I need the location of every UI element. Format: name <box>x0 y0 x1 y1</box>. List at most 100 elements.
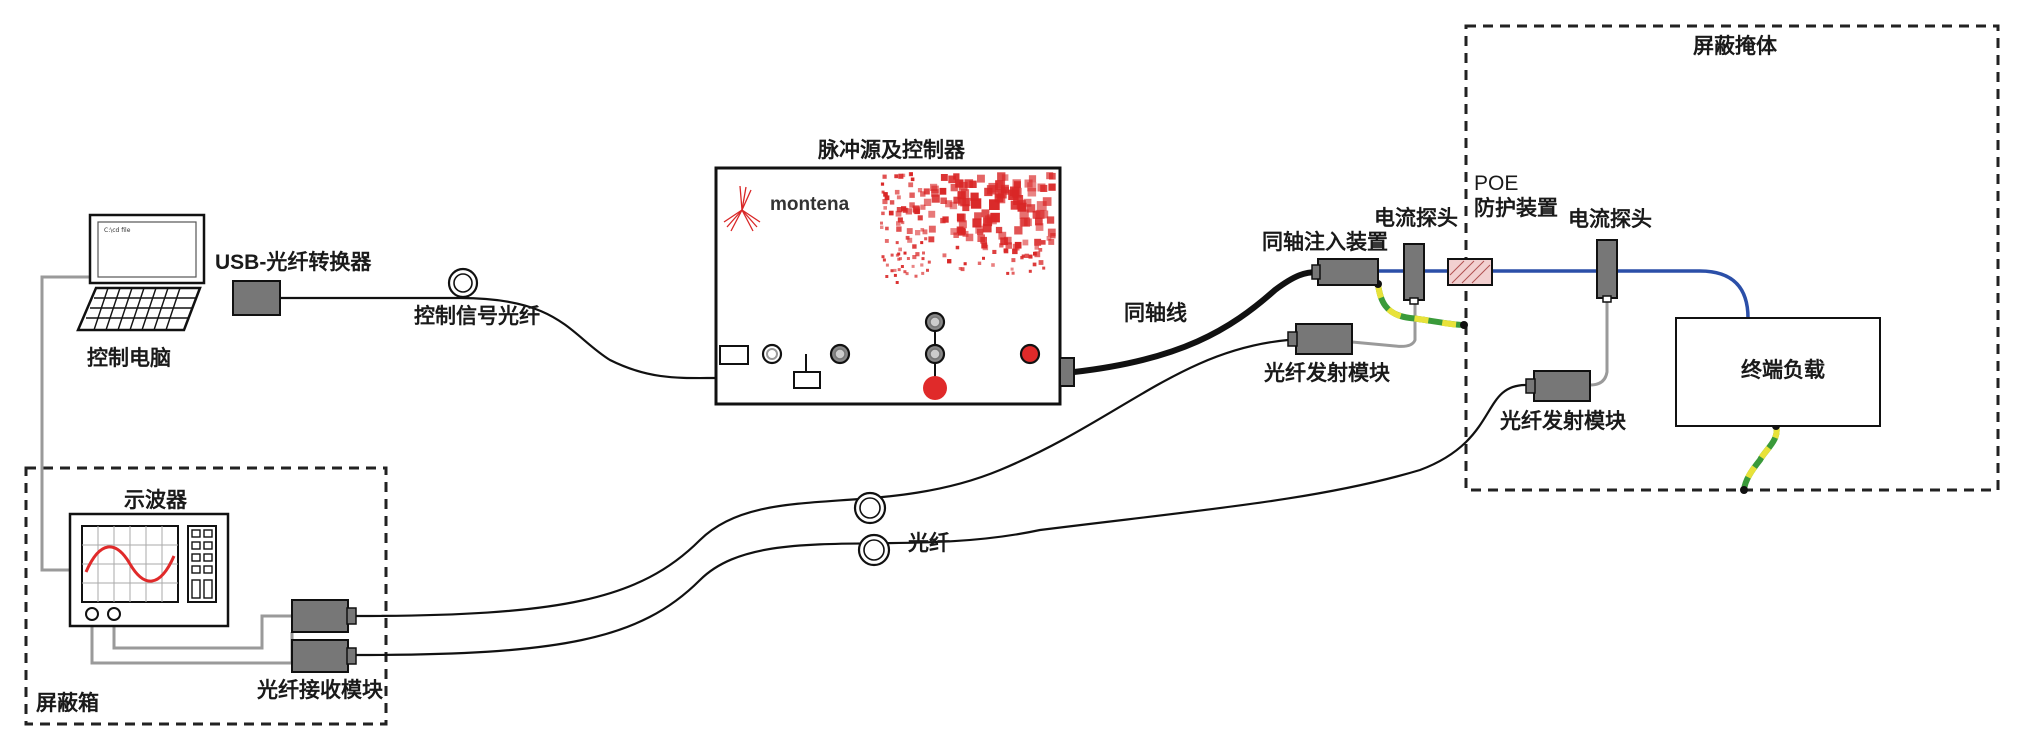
pixel-square <box>1020 256 1024 260</box>
pixel-square <box>901 173 906 178</box>
pixel-square <box>909 202 915 208</box>
pixel-square <box>896 226 902 232</box>
pixel-square <box>1001 174 1009 181</box>
pixel-square <box>894 189 900 195</box>
pixel-square <box>931 194 940 203</box>
pixel-square <box>905 208 912 215</box>
label-fiber-rx: 光纤接收模块 <box>256 678 384 702</box>
label-oscilloscope: 示波器 <box>124 488 188 512</box>
current-probe-2-icon <box>1596 239 1618 299</box>
pixel-square <box>940 197 947 204</box>
pixel-square <box>1028 175 1037 183</box>
pixel-square <box>981 209 990 218</box>
pixel-square <box>890 253 894 257</box>
coax-injector-box <box>1317 258 1379 286</box>
pixel-square <box>955 179 964 188</box>
pixel-square <box>914 274 918 278</box>
pixel-square <box>894 174 899 179</box>
ground-node-2 <box>1460 321 1468 329</box>
pixel-square <box>945 200 953 208</box>
pixel-square <box>906 228 913 234</box>
pixel-square <box>920 191 926 197</box>
pixel-square <box>917 188 923 193</box>
pixel-square <box>895 210 902 217</box>
pixel-square <box>1026 204 1036 213</box>
red-indicator <box>923 376 947 400</box>
pixel-square <box>1022 239 1029 246</box>
fiber-rx-2-box <box>291 639 349 673</box>
pixel-square <box>888 210 894 216</box>
brand-name: montena <box>770 194 850 215</box>
label-current-probe-1: 电流探头 <box>1374 206 1458 230</box>
label-pulse-source: 脉冲源及控制器 <box>817 138 966 162</box>
pixel-square <box>913 206 921 214</box>
label-current-probe-2: 电流探头 <box>1568 207 1652 231</box>
pixel-square <box>896 207 903 213</box>
pixel-square <box>950 228 958 235</box>
pixel-square <box>964 179 974 188</box>
pixel-square <box>920 228 925 232</box>
pixel-square <box>889 200 895 205</box>
pixel-square <box>963 262 967 266</box>
pixel-square <box>960 267 965 272</box>
pixel-square <box>911 264 915 268</box>
pixel-square <box>965 233 974 242</box>
pixel-square <box>909 192 915 198</box>
pulse-output-connector <box>1059 357 1075 387</box>
pixel-square <box>881 211 885 216</box>
pixel-square <box>1047 228 1056 237</box>
pixel-square <box>942 253 947 258</box>
usb-converter-box <box>232 280 281 316</box>
pixel-square <box>1034 251 1041 258</box>
pixel-square <box>1024 179 1033 188</box>
pixel-square <box>982 256 985 260</box>
label-fiber: 光纤 <box>907 531 950 555</box>
pixel-square <box>921 257 925 261</box>
label-shield-box: 屏蔽箱 <box>36 691 99 715</box>
pixel-square <box>896 221 901 226</box>
pixel-square <box>982 223 992 233</box>
pixel-square <box>981 242 988 249</box>
pixel-square <box>1019 218 1028 227</box>
pixel-square <box>895 281 899 284</box>
pixel-square <box>885 275 889 278</box>
pixel-square <box>882 258 886 262</box>
pixel-square <box>1046 236 1052 241</box>
pixel-square <box>1023 198 1032 207</box>
laptop-icon <box>76 213 206 332</box>
pixel-square <box>942 216 949 223</box>
pixel-square <box>915 230 921 236</box>
pixel-square <box>1049 172 1056 180</box>
pixel-square <box>953 196 961 204</box>
pixel-square <box>927 260 931 264</box>
pixel-square <box>1012 248 1018 255</box>
label-terminal-load: 终端负载 <box>1741 358 1825 382</box>
scope-waveform <box>84 545 176 583</box>
pixel-square <box>1040 210 1049 219</box>
scope-channel-1 <box>85 607 99 621</box>
label-usb-converter: USB-光纤转换器 <box>215 250 372 274</box>
poe-protector-box <box>1447 258 1493 286</box>
pixel-square <box>962 204 970 212</box>
pixel-square <box>1010 267 1014 271</box>
pixel-square <box>989 199 1000 210</box>
pixel-square <box>970 192 979 201</box>
pixel-square <box>1014 181 1021 189</box>
pixel-square <box>883 206 887 210</box>
label-coax-injector: 同轴注入装置 <box>1262 230 1388 254</box>
pixel-square <box>1036 201 1047 211</box>
pixel-square <box>1010 200 1020 210</box>
pixel-square <box>906 257 910 260</box>
montena-logo-icon <box>723 185 761 232</box>
pixel-square <box>905 272 909 276</box>
pixel-square <box>991 263 995 267</box>
pixel-square <box>896 195 901 200</box>
pixel-square <box>885 263 889 267</box>
pixel-square <box>880 225 884 229</box>
pixel-square <box>920 263 924 267</box>
ground-node-4 <box>1740 486 1748 494</box>
pixel-square <box>955 245 960 250</box>
pixel-square <box>928 236 935 243</box>
